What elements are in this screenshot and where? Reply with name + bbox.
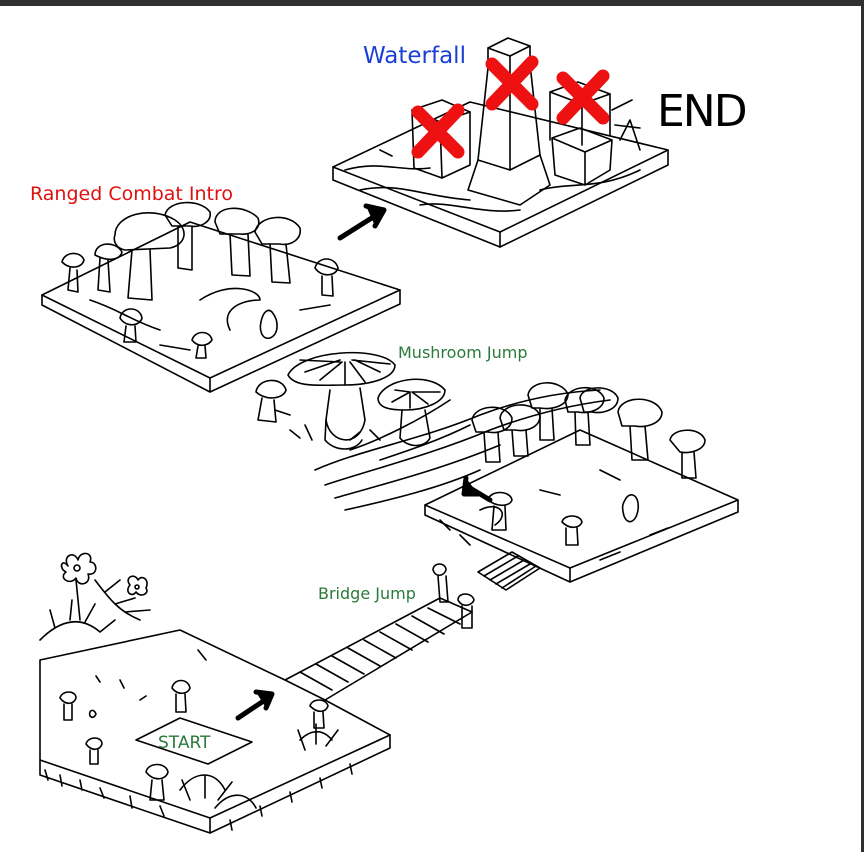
fern-icon — [39, 579, 339, 809]
mushroom-icon — [59, 649, 329, 801]
mushroom-jump-area — [255, 351, 611, 511]
arrow-icon — [235, 689, 275, 721]
waterfall-platform — [332, 101, 669, 248]
right-border — [861, 0, 864, 852]
end-label: END — [657, 86, 746, 137]
mushroom-icon — [61, 201, 339, 359]
arrow-icon — [461, 475, 493, 503]
mushroom-jump-label: Mushroom Jump — [398, 343, 528, 362]
bridge-jump-label: Bridge Jump — [318, 584, 416, 603]
mushroom-platform — [424, 429, 739, 591]
cross-icon — [411, 55, 610, 159]
arrow-icon — [337, 203, 387, 241]
ranged-combat-platform — [41, 221, 401, 393]
mushroom-icon — [471, 382, 706, 546]
crate-right — [549, 81, 641, 186]
start-label: START — [158, 733, 211, 753]
waterfall-label: Waterfall — [363, 43, 466, 69]
top-border — [0, 0, 864, 6]
flower-icon — [60, 552, 148, 621]
bridge — [284, 563, 475, 701]
start-platform — [39, 629, 391, 834]
ranged-combat-label: Ranged Combat Intro — [30, 183, 233, 205]
